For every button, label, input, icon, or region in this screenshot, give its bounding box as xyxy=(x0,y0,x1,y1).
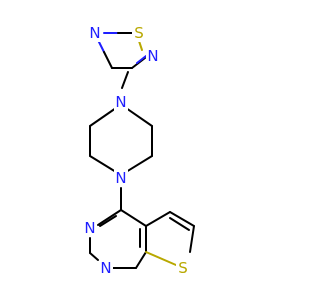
bond-pip-3 xyxy=(89,155,117,173)
bond-pip-4 xyxy=(125,107,153,127)
bond-pip-6 xyxy=(125,155,153,173)
bond-thio-1 xyxy=(145,211,171,227)
bonds xyxy=(89,32,195,269)
atom-n-pyrimidine-left: N xyxy=(84,219,95,237)
bond-pip-1 xyxy=(89,107,117,127)
bond-thio-4 xyxy=(145,251,177,266)
bond-thio-3 xyxy=(189,225,195,253)
atom-n-pyrimidine-bottom: N xyxy=(100,259,111,277)
bond-pyr-1-double xyxy=(99,215,117,227)
atom-n-thiadiazole-top: N xyxy=(89,24,100,42)
bond-ring-link xyxy=(121,71,129,89)
bond-pyr-5 xyxy=(135,251,147,269)
atom-s-thiadiazole: S xyxy=(134,24,144,42)
bond-thio-2 xyxy=(169,211,195,227)
atom-n-piperazine-top: N xyxy=(115,93,126,111)
atom-s-thiophene: S xyxy=(178,259,188,277)
bond-c1-c2 xyxy=(103,51,113,69)
bond-pyr-3 xyxy=(89,252,99,261)
atom-n-thiadiazole-right: N xyxy=(147,47,158,65)
bond-pyr-1 xyxy=(97,209,122,226)
atom-n-piperazine-bottom: N xyxy=(115,169,126,187)
bond-thio-2-double xyxy=(169,217,190,231)
molecule-structure: N S N N N N N S xyxy=(83,24,195,277)
bond-pyr-7 xyxy=(120,209,147,227)
atom-labels: N S N N N N N S xyxy=(83,24,190,277)
bond-c3-n-double xyxy=(136,55,147,64)
